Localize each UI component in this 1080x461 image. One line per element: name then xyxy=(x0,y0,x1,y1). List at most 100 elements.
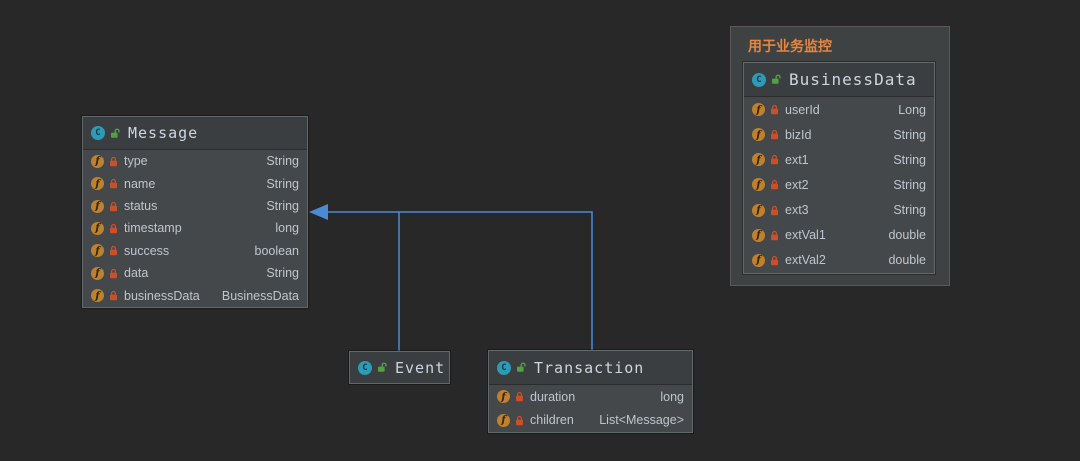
green-open-lock-icon xyxy=(771,74,782,85)
red-lock-icon xyxy=(770,129,779,140)
field-name: duration xyxy=(530,389,576,404)
red-lock-icon xyxy=(770,205,779,216)
field-row-data[interactable]: f data String xyxy=(83,262,307,284)
class-name: Event xyxy=(395,358,446,377)
field-name: businessData xyxy=(124,288,200,303)
field-icon: f xyxy=(91,177,104,191)
class-node-transaction[interactable]: C Transaction f duration long f children… xyxy=(488,350,693,433)
field-type: double xyxy=(888,228,926,243)
field-name: ext2 xyxy=(785,177,809,192)
red-lock-icon xyxy=(109,223,118,234)
green-open-lock-icon xyxy=(110,128,121,139)
field-name: ext3 xyxy=(785,203,809,218)
field-icon: f xyxy=(752,253,765,267)
red-lock-icon xyxy=(770,154,779,165)
field-icon: f xyxy=(752,103,765,117)
field-name: extVal2 xyxy=(785,253,826,268)
class-node-businessdata[interactable]: C BusinessData f userId Long f bizId Str… xyxy=(743,62,935,274)
field-row-userid[interactable]: f userId Long xyxy=(744,97,934,122)
field-name: extVal1 xyxy=(785,228,826,243)
field-icon: f xyxy=(91,199,104,213)
field-name: userId xyxy=(785,102,820,117)
arrowhead-to-message xyxy=(309,204,328,220)
class-icon: C xyxy=(497,360,511,375)
red-lock-icon xyxy=(109,290,118,301)
field-type: double xyxy=(888,253,926,268)
field-name: success xyxy=(124,243,170,258)
field-row-bizid[interactable]: f bizId String xyxy=(744,122,934,147)
field-row-extval2[interactable]: f extVal2 double xyxy=(744,248,934,273)
red-lock-icon xyxy=(109,156,118,167)
class-header-event[interactable]: C Event xyxy=(350,352,449,383)
field-type: String xyxy=(266,176,299,191)
field-name: children xyxy=(530,413,574,428)
note-title: 用于业务监控 xyxy=(748,38,832,54)
class-name: Message xyxy=(128,124,199,142)
red-lock-icon xyxy=(770,104,779,115)
class-name: BusinessData xyxy=(789,70,917,89)
red-lock-icon xyxy=(109,245,118,256)
field-type: String xyxy=(893,203,926,218)
field-type: String xyxy=(266,266,299,281)
red-lock-icon xyxy=(109,201,118,212)
field-row-type[interactable]: f type String xyxy=(83,150,307,172)
field-row-businessdata[interactable]: f businessData BusinessData xyxy=(83,285,307,307)
green-open-lock-icon xyxy=(516,362,527,373)
red-lock-icon xyxy=(770,255,779,266)
field-icon: f xyxy=(752,128,765,142)
field-list: f type String f name String f status Str… xyxy=(83,150,307,307)
field-row-extval1[interactable]: f extVal1 double xyxy=(744,223,934,248)
field-name: type xyxy=(124,154,148,169)
field-type: long xyxy=(660,389,684,404)
field-row-ext1[interactable]: f ext1 String xyxy=(744,147,934,172)
field-row-children[interactable]: f children List<Message> xyxy=(489,409,692,433)
field-name: timestamp xyxy=(124,221,182,236)
field-row-timestamp[interactable]: f timestamp long xyxy=(83,217,307,239)
field-row-ext3[interactable]: f ext3 String xyxy=(744,198,934,223)
class-node-message[interactable]: C Message f type String f name String f xyxy=(82,116,308,308)
field-icon: f xyxy=(91,244,104,258)
red-lock-icon xyxy=(515,391,524,402)
field-type: long xyxy=(275,221,299,236)
field-name: data xyxy=(124,266,149,281)
field-type: String xyxy=(266,154,299,169)
class-header-message[interactable]: C Message xyxy=(83,117,307,150)
field-icon: f xyxy=(497,390,510,404)
class-header-transaction[interactable]: C Transaction xyxy=(489,351,692,385)
field-name: ext1 xyxy=(785,152,809,167)
field-type: Long xyxy=(898,102,926,117)
class-header-businessdata[interactable]: C BusinessData xyxy=(744,63,934,97)
field-type: String xyxy=(893,127,926,142)
field-icon: f xyxy=(91,154,104,168)
field-row-name[interactable]: f name String xyxy=(83,172,307,194)
field-row-ext2[interactable]: f ext2 String xyxy=(744,172,934,197)
field-name: bizId xyxy=(785,127,812,142)
field-list: f userId Long f bizId String f ext1 Stri… xyxy=(744,97,934,273)
field-list: f duration long f children List<Message> xyxy=(489,385,692,432)
field-type: boolean xyxy=(254,243,300,258)
field-type: String xyxy=(893,152,926,167)
class-node-event[interactable]: C Event xyxy=(349,351,450,384)
red-lock-icon xyxy=(515,415,524,426)
field-type: List<Message> xyxy=(599,413,684,428)
field-type: BusinessData xyxy=(221,288,299,303)
field-icon: f xyxy=(497,413,510,427)
field-icon: f xyxy=(752,203,765,217)
field-icon: f xyxy=(752,228,765,242)
field-name: status xyxy=(124,199,158,214)
red-lock-icon xyxy=(109,268,118,279)
green-open-lock-icon xyxy=(377,362,388,373)
red-lock-icon xyxy=(109,178,118,189)
class-icon: C xyxy=(752,72,766,87)
field-row-status[interactable]: f status String xyxy=(83,195,307,217)
field-icon: f xyxy=(752,178,765,192)
field-name: name xyxy=(124,176,156,191)
class-name: Transaction xyxy=(534,358,645,377)
red-lock-icon xyxy=(770,230,779,241)
field-row-duration[interactable]: f duration long xyxy=(489,385,692,409)
field-row-success[interactable]: f success boolean xyxy=(83,240,307,262)
field-type: String xyxy=(893,177,926,192)
class-icon: C xyxy=(358,360,372,375)
red-lock-icon xyxy=(770,179,779,190)
